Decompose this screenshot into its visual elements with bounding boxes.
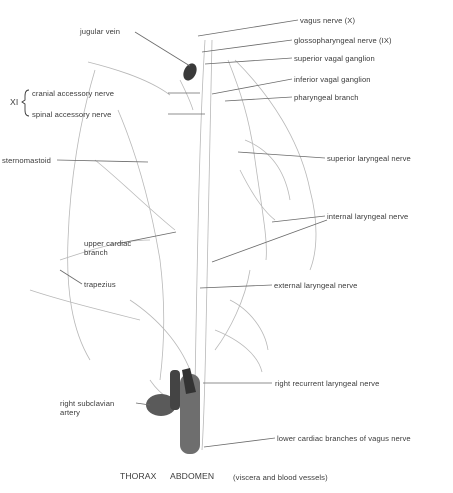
thorax-label: THORAX (120, 472, 156, 481)
abdomen-label: ABDOMEN (170, 472, 214, 481)
glossopharyngeal-nerve-label: glossopharyngeal nerve (IX) (294, 36, 392, 45)
superior-vagal-ganglion-label: superior vagal ganglion (294, 54, 375, 63)
right-recurrent-laryngeal-nerve-label: right recurrent laryngeal nerve (275, 379, 379, 388)
external-laryngeal-nerve-label: external laryngeal nerve (274, 281, 357, 290)
cranial-accessory-nerve-label: cranial accessory nerve (32, 89, 114, 98)
vessel-shape-2 (170, 370, 180, 410)
right-subclavian-artery-label: right subclavian artery (60, 399, 132, 417)
superior-laryngeal-nerve-label: superior laryngeal nerve (327, 154, 411, 163)
inferior-vagal-ganglion-label: inferior vagal ganglion (294, 75, 371, 84)
sternomastoid-label: sternomastoid (2, 156, 51, 165)
jugular-vein-shape (181, 61, 199, 82)
upper-cardiac-branch-label: upper cardiac branch (84, 239, 132, 257)
trapezius-label: trapezius (84, 280, 116, 289)
viscera-label: (viscera and blood vessels) (233, 473, 328, 482)
lower-cardiac-branches-label: lower cardiac branches of vagus nerve (277, 434, 411, 443)
spinal-accessory-nerve-label: spinal accessory nerve (32, 110, 111, 119)
pharyngeal-branch-label: pharyngeal branch (294, 93, 359, 102)
vagus-nerve-label: vagus nerve (X) (300, 16, 355, 25)
xi-brace (22, 90, 29, 116)
xi-marker: XI (10, 98, 18, 107)
jugular-vein-label: jugular vein (80, 27, 120, 36)
internal-laryngeal-nerve-label: internal laryngeal nerve (327, 212, 408, 221)
